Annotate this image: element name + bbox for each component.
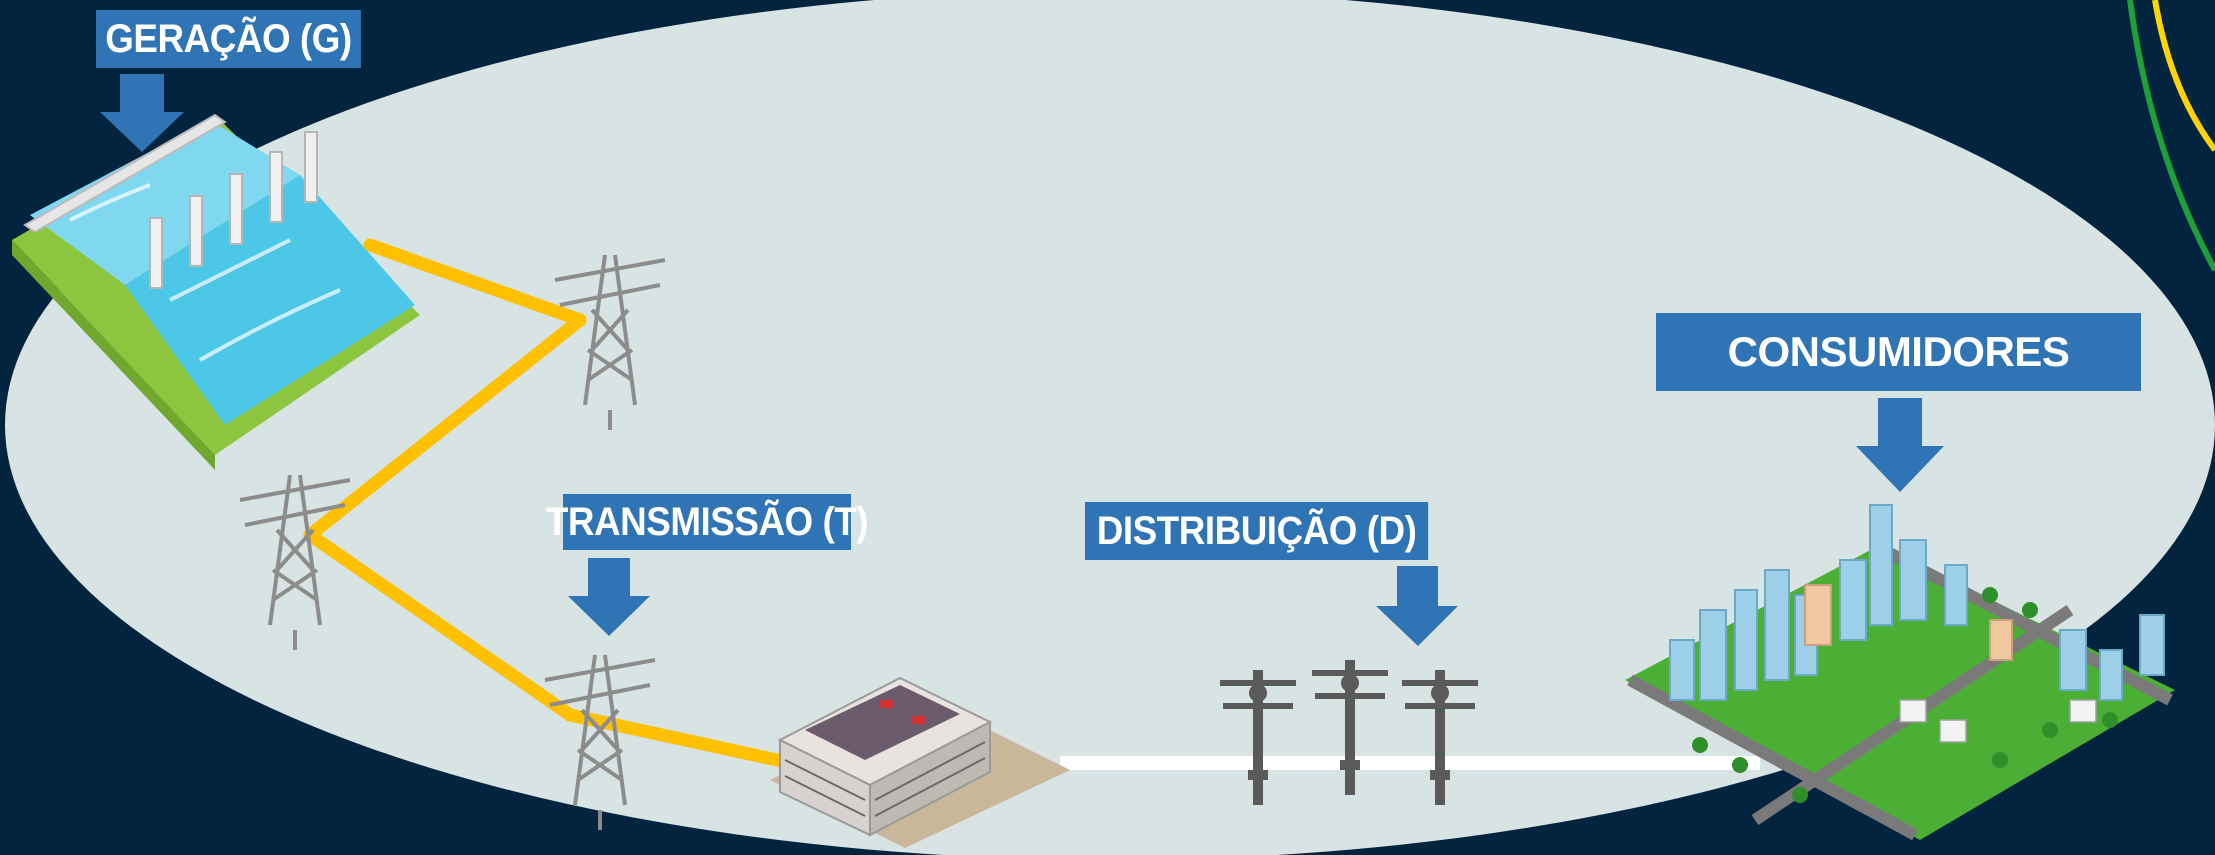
generation-label: GERAÇÃO (G) <box>96 10 361 68</box>
background-ellipse <box>5 0 2215 855</box>
city-icon <box>1625 504 2175 841</box>
distribution-pole-icon <box>1312 660 1388 795</box>
consumers-arrow <box>1856 398 1944 492</box>
distribution-label: DISTRIBUIÇÃO (D) <box>1085 502 1429 560</box>
transmission-tower-icon <box>554 254 666 430</box>
transmission-lines <box>303 238 807 772</box>
distribution-pole-icon <box>1220 670 1296 805</box>
transmission-tower-icon <box>544 654 656 830</box>
corner-arc-green <box>2127 0 2215 272</box>
transmission-arrow <box>568 558 650 636</box>
consumers-label: CONSUMIDORES <box>1656 313 2141 391</box>
transmission-label: TRANSMISSÃO (T) <box>546 494 869 550</box>
generation-arrow <box>100 74 184 152</box>
corner-arc-yellow <box>2152 0 2215 152</box>
substation-building-icon <box>770 676 1070 848</box>
distribution-arrow <box>1376 566 1458 646</box>
transmission-tower-icon <box>239 474 351 650</box>
distribution-pole-icon <box>1402 670 1478 805</box>
hydroelectric-dam-icon <box>12 113 420 470</box>
